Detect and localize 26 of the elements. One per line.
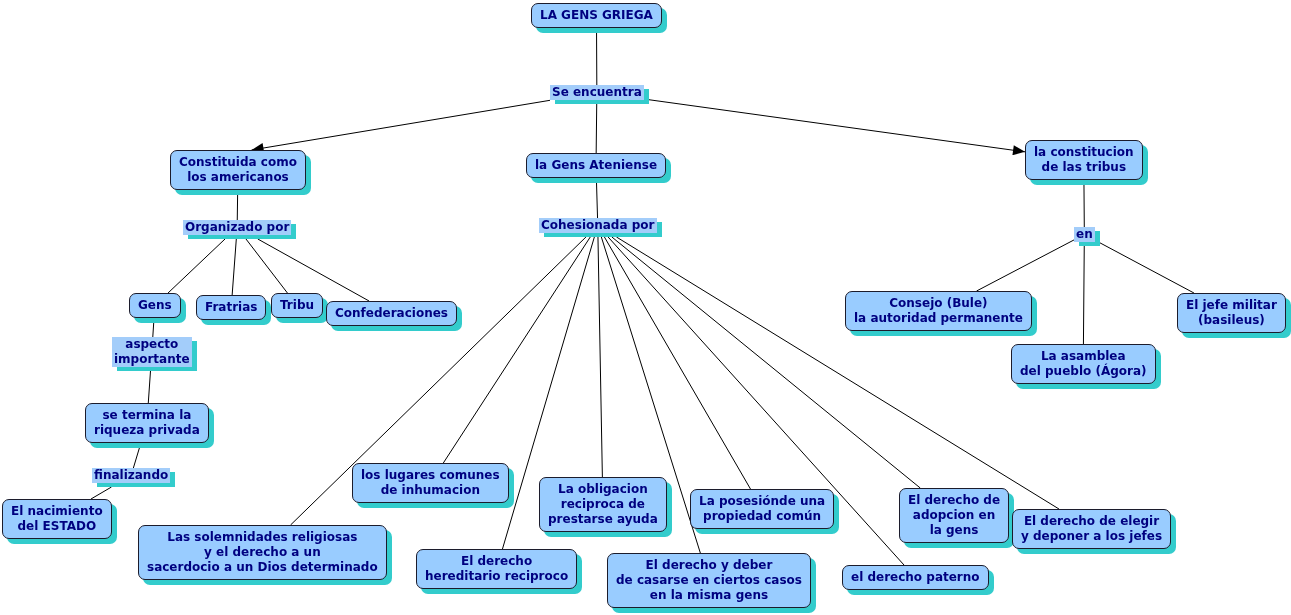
connector-line <box>603 236 751 490</box>
connector-line <box>611 236 921 489</box>
connector-line <box>600 236 701 554</box>
connector-line <box>595 103 598 154</box>
connector-line <box>245 238 288 294</box>
connector-line <box>231 238 237 296</box>
connector-line <box>596 182 599 219</box>
connector-line <box>132 447 140 469</box>
connector-line <box>501 236 595 550</box>
connector-line <box>597 236 603 478</box>
connector-line <box>152 322 155 338</box>
connector-line <box>167 238 226 294</box>
connector-line <box>1099 242 1195 294</box>
connector-line <box>290 236 587 526</box>
connector-line <box>236 194 239 221</box>
arrow <box>648 99 1026 156</box>
connector-line <box>615 236 1060 510</box>
connector-line <box>90 486 112 500</box>
connector-line <box>976 239 1075 292</box>
connector-line <box>607 236 905 566</box>
connector-line <box>442 236 591 464</box>
connector-line <box>1083 184 1085 228</box>
connector-line <box>257 238 370 302</box>
connector-line <box>1082 245 1085 345</box>
connector-line <box>147 370 151 404</box>
connector-line <box>596 32 598 86</box>
